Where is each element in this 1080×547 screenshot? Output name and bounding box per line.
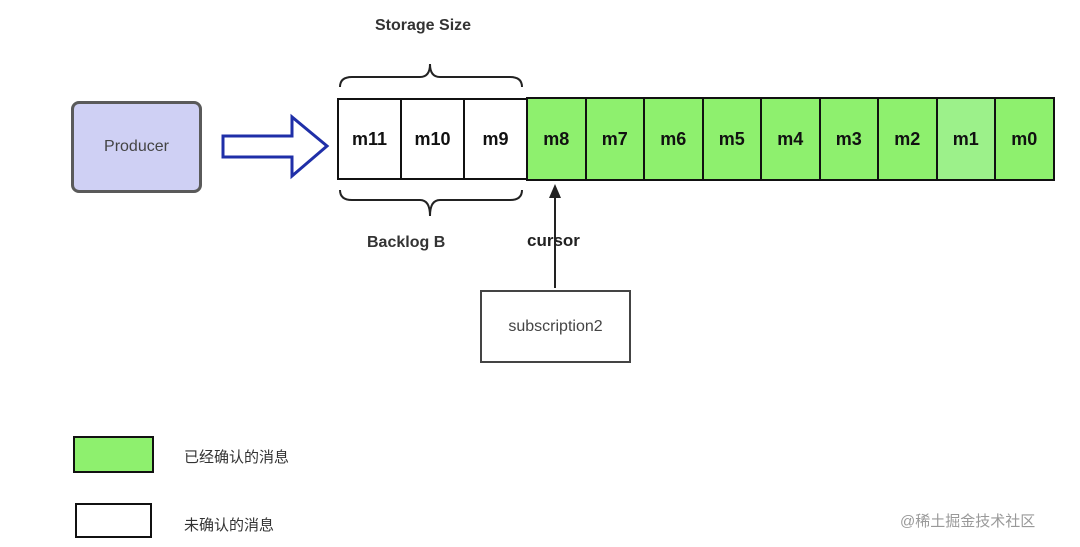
storage-size-label: Storage Size	[375, 17, 472, 34]
legend-unacked-swatch	[75, 503, 152, 538]
queue-cell-m11: m11	[337, 98, 402, 180]
cursor-arrowhead-icon	[549, 184, 561, 198]
message-queue: m11 m10 m9 m8 m7 m6 m5 m4 m3 m2 m1 m0	[337, 97, 1055, 181]
queue-cell-m5: m5	[701, 97, 762, 181]
queue-cell-label: m1	[952, 128, 979, 149]
queue-cell-m4: m4	[760, 97, 821, 181]
storage-size-brace-icon	[339, 63, 523, 88]
queue-cell-m9: m9	[463, 98, 528, 180]
queue-cell-label: m11	[351, 128, 388, 149]
legend-unacked-label: 未确认的消息	[184, 517, 275, 534]
backlog-brace-icon	[339, 189, 523, 217]
queue-cell-m2: m2	[877, 97, 938, 181]
legend-acked-swatch	[73, 436, 154, 473]
queue-cell-m10: m10	[400, 98, 465, 180]
queue-cell-label: m8	[543, 128, 570, 149]
queue-cell-label: m4	[777, 128, 804, 149]
queue-cell-m0: m0	[994, 97, 1055, 181]
queue-cell-m8: m8	[526, 97, 587, 181]
queue-cell-label: m7	[601, 128, 628, 149]
queue-cell-label: m6	[660, 128, 687, 149]
legend-acked-label: 已经确认的消息	[184, 449, 290, 466]
queue-cell-label: m5	[718, 128, 745, 149]
subscription-node: subscription2	[480, 290, 631, 363]
backlog-label: Backlog B	[367, 234, 446, 251]
queue-cell-m3: m3	[818, 97, 879, 181]
flow-arrow-icon	[221, 113, 330, 180]
watermark: @稀土掘金技术社区	[900, 513, 1036, 530]
queue-cell-label: m3	[835, 128, 862, 149]
queue-cell-label: m2	[894, 128, 921, 149]
producer-label: Producer	[104, 138, 169, 155]
queue-cell-m7: m7	[584, 97, 645, 181]
queue-cell-m1: m1	[935, 97, 996, 181]
queue-cell-label: m0	[1011, 128, 1038, 149]
producer-node: Producer	[71, 101, 202, 193]
queue-cell-label: m9	[482, 128, 509, 149]
subscription-label: subscription2	[508, 317, 603, 335]
queue-cell-label: m10	[414, 128, 451, 149]
cursor-label: cursor	[527, 231, 580, 250]
queue-cell-m6: m6	[643, 97, 704, 181]
